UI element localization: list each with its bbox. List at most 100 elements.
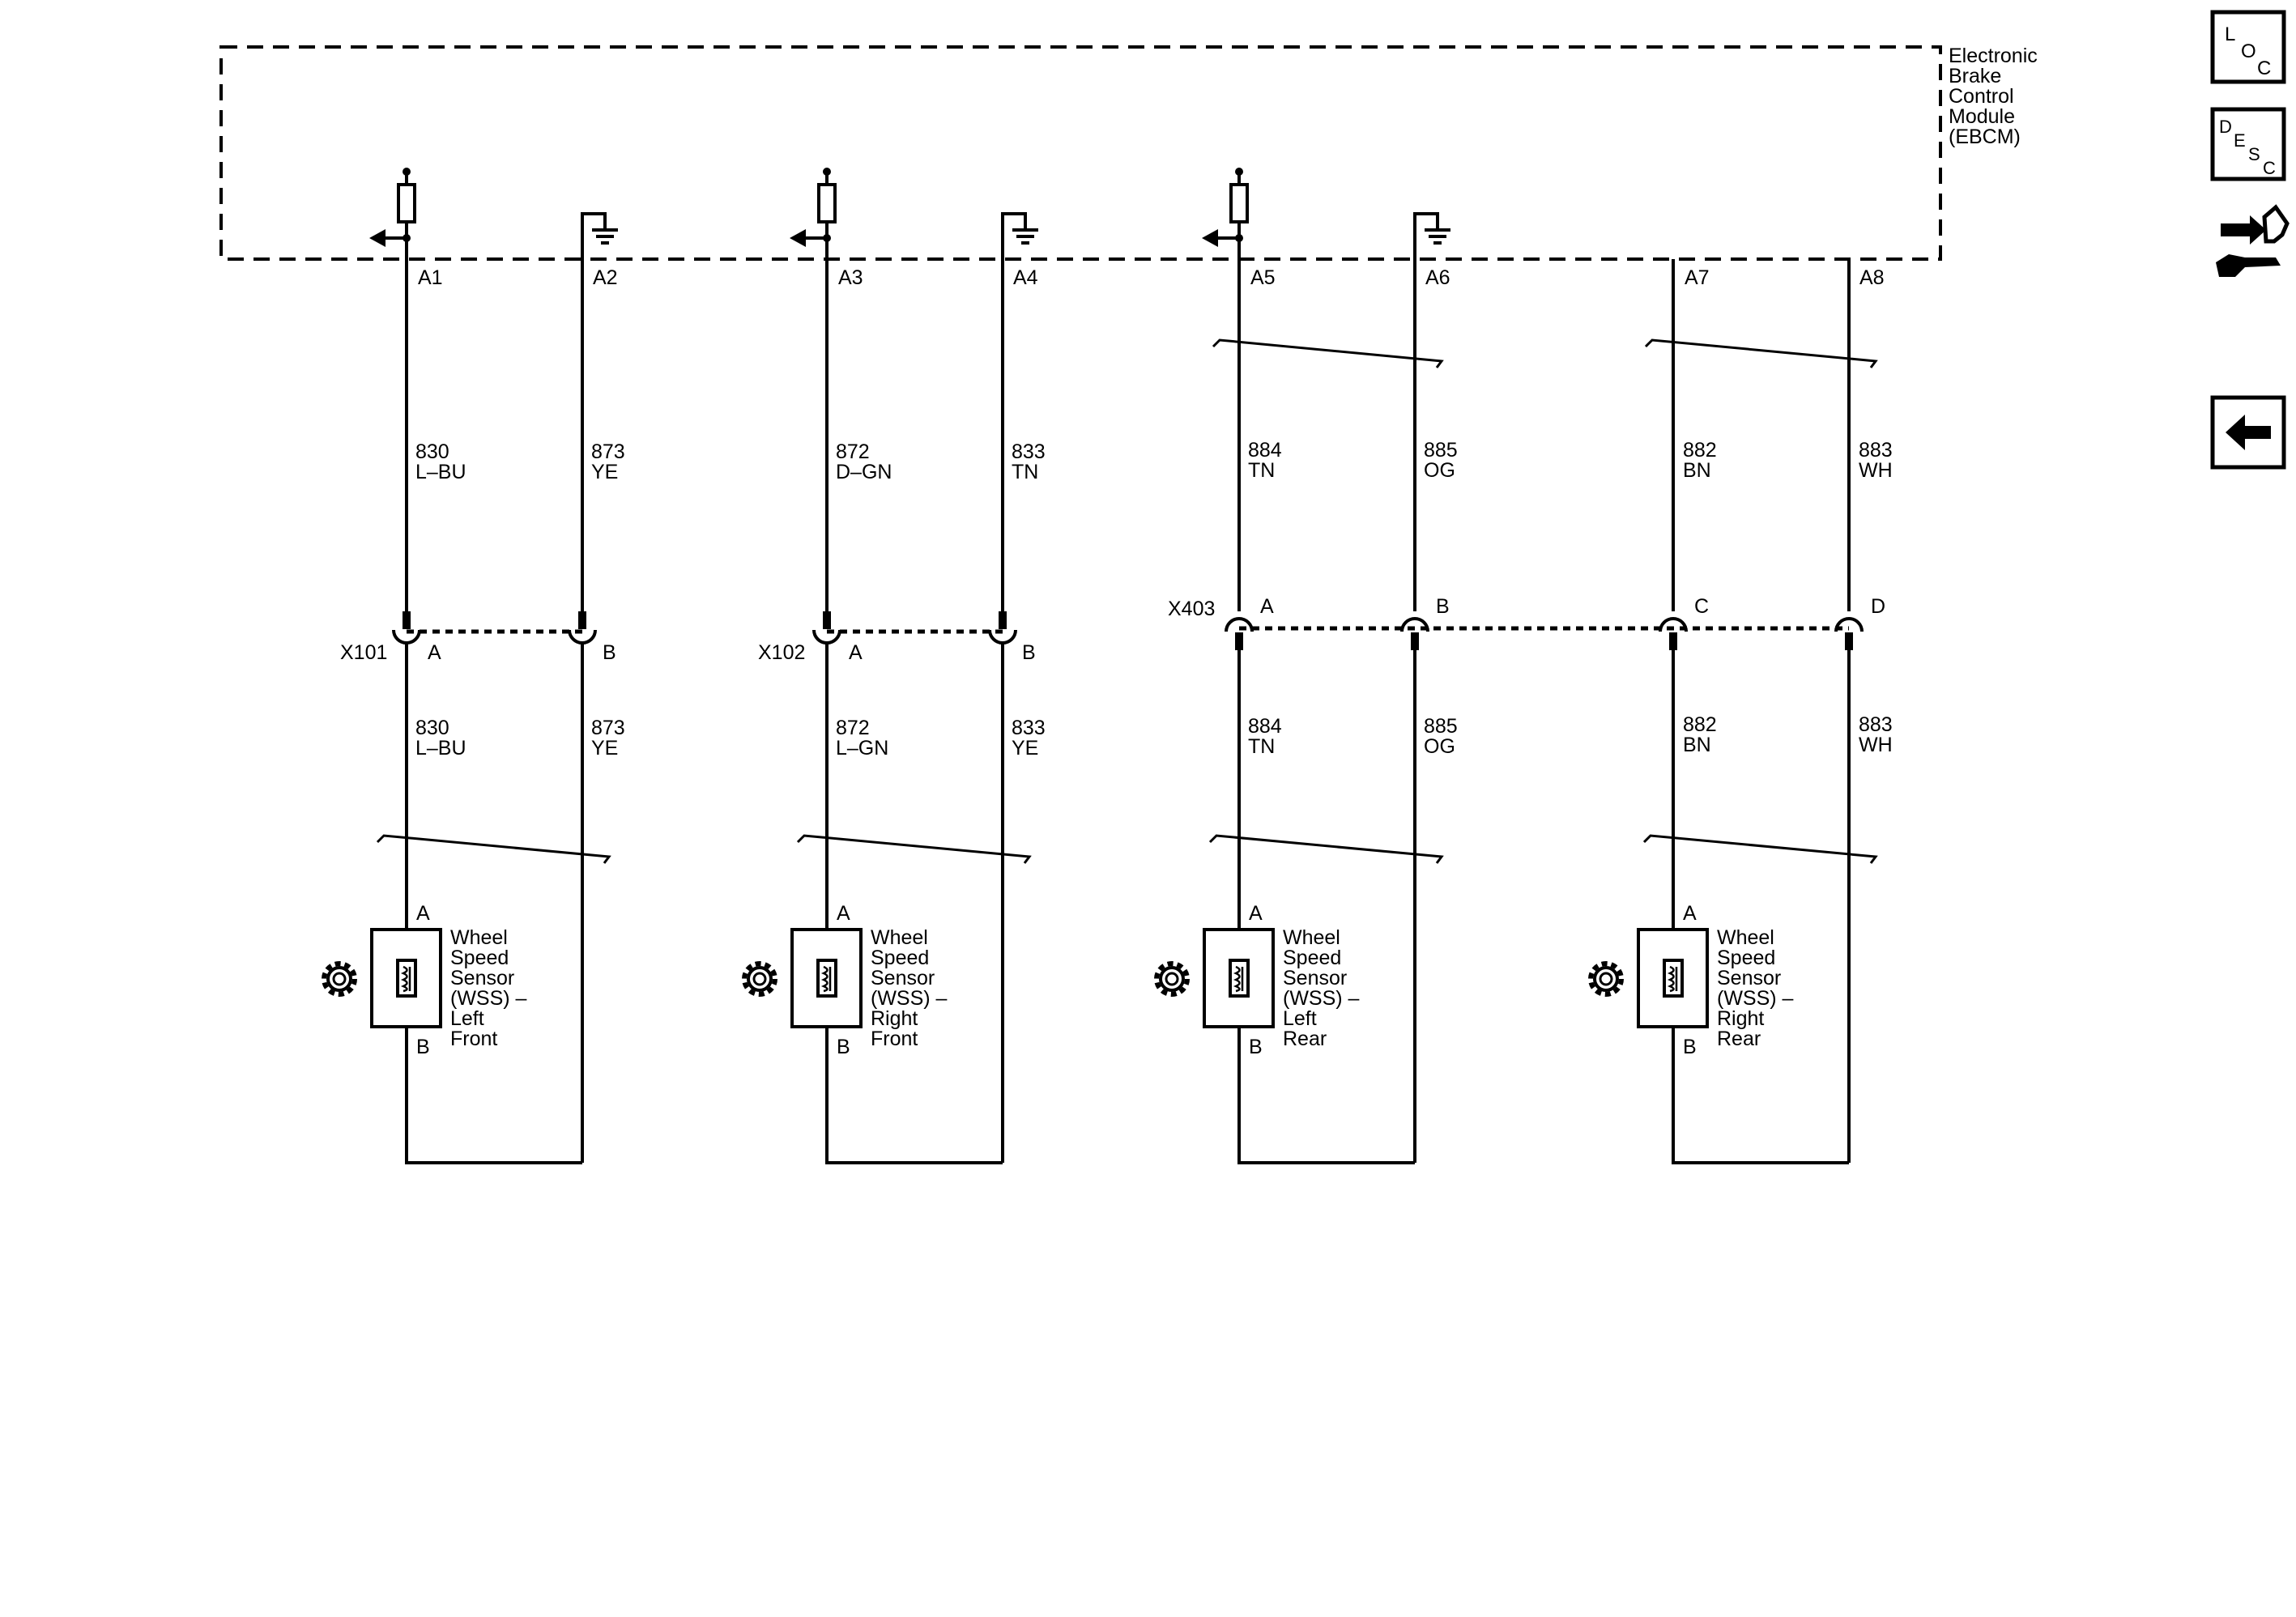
gear-icon [1591, 964, 1621, 994]
circuit-number: 830 [415, 440, 449, 463]
twisted-pair-marker [1642, 834, 1878, 864]
ebcm-module-boundary [219, 45, 1942, 261]
sensor-coil-icon [396, 959, 417, 998]
circuit-number: 873 [591, 717, 625, 739]
sensor-pin-top: A [1683, 902, 1697, 925]
sensor-pin-bottom: B [837, 1036, 850, 1058]
twisted-pair-marker [1212, 338, 1444, 368]
wss-left-front: A B Wheel Speed Sensor (WSS) – Left Fron… [324, 902, 527, 1058]
internal-ground-a2 [581, 212, 618, 259]
sensor-pin-top: A [837, 902, 850, 925]
wire-right-front-return [825, 1027, 1003, 1164]
sensor-name-line: Sensor [1283, 967, 1347, 989]
sensor-name-line: Right [1717, 1007, 1764, 1030]
wire-color: L–BU [415, 461, 466, 483]
wire-color: D–GN [836, 461, 892, 483]
desc-letter-s: S [2248, 144, 2260, 164]
connector-pin: C [1694, 595, 1709, 618]
circuit-number: 885 [1424, 439, 1458, 462]
module-pin-a1: A1 [418, 266, 443, 289]
loc-button[interactable]: L O C [2210, 10, 2286, 84]
wire-color: BN [1683, 734, 1711, 756]
sensor-pin-top: A [416, 902, 430, 925]
sensor-coil-icon [1663, 959, 1684, 998]
twisted-pair-marker [376, 834, 611, 864]
sensor-name-line: Speed [1717, 947, 1775, 969]
ebcm-name-line-5: (EBCM) [1949, 126, 2021, 148]
lower-circuit-labels: 830 L–BU 873 YE 872 L–GN 833 YE 884 TN 8… [415, 713, 1893, 760]
sensor-name-line: Wheel [450, 926, 508, 949]
module-pin-a2: A2 [593, 266, 618, 289]
module-pin-a3: A3 [838, 266, 863, 289]
connector-pin: B [1436, 595, 1450, 618]
sensor-pin-bottom: B [1683, 1036, 1697, 1058]
wires [405, 259, 1851, 1164]
sensor-name-line: (WSS) – [871, 987, 948, 1010]
wire-color: WH [1859, 734, 1893, 756]
gear-icon [324, 964, 355, 994]
internal-supply-a1 [369, 168, 416, 259]
sensor-name-line: Speed [450, 947, 509, 969]
desc-button[interactable]: D E S C [2210, 107, 2286, 181]
circuit-number: 883 [1859, 713, 1893, 736]
module-pin-a6: A6 [1425, 266, 1450, 289]
connector-x403: X403 A B C D [1168, 595, 1885, 650]
wss-right-front: A B Wheel Speed Sensor (WSS) – Right Fro… [744, 902, 948, 1058]
wire-color: YE [591, 461, 618, 483]
circuit-number: 833 [1012, 440, 1046, 463]
connector-id: X101 [340, 641, 387, 664]
circuit-number: 872 [836, 717, 870, 739]
twisted-pair-markers [376, 338, 1878, 864]
connector-pin: D [1871, 595, 1885, 618]
circuit-number: 830 [415, 717, 449, 739]
wire-left-front-return [405, 1027, 582, 1164]
connector-pin: B [603, 641, 616, 664]
sensor-pin-bottom: B [416, 1036, 430, 1058]
sensor-pin-top: A [1249, 902, 1263, 925]
connector-end-view-icon[interactable] [2216, 204, 2290, 277]
wire-color: L–GN [836, 737, 888, 760]
wire-color: WH [1859, 459, 1893, 482]
internal-supply-a3 [790, 168, 837, 259]
twisted-pair-marker [1644, 338, 1878, 368]
wss-left-rear: A B Wheel Speed Sensor (WSS) – Left Rear [1157, 902, 1360, 1058]
gear-icon [1157, 964, 1187, 994]
connector-pin: A [1260, 595, 1274, 618]
desc-letter-d: D [2219, 117, 2232, 137]
sensor-pin-bottom: B [1249, 1036, 1263, 1058]
wire-color: YE [1012, 737, 1038, 760]
connector-id: X102 [758, 641, 805, 664]
sensor-name-line: Sensor [871, 967, 935, 989]
circuit-number: 884 [1248, 439, 1282, 462]
circuit-number: 882 [1683, 439, 1717, 462]
circuit-number: 872 [836, 440, 870, 463]
loc-letter-l: L [2225, 23, 2235, 45]
sensor-name-line: Right [871, 1007, 918, 1030]
wire-color: TN [1248, 735, 1275, 758]
circuit-number: 884 [1248, 715, 1282, 738]
wire-color: TN [1248, 459, 1275, 482]
connector-x101: X101 A B [340, 611, 616, 664]
wire-color: L–BU [415, 737, 466, 760]
wire-color: BN [1683, 459, 1711, 482]
ebcm-name-line-2: Brake [1949, 65, 2001, 87]
desc-letter-c: C [2263, 158, 2276, 178]
internal-supply-a5 [1202, 168, 1249, 259]
ebcm-module: Electronic Brake Control Module (EBCM) [219, 45, 2038, 289]
ebcm-name-line-4: Module [1949, 105, 2015, 128]
sensor-name-line: Wheel [1717, 926, 1774, 949]
wss-right-rear: A B Wheel Speed Sensor (WSS) – Right Rea… [1591, 902, 1794, 1058]
sensor-name-line: (WSS) – [450, 987, 527, 1010]
circuit-number: 883 [1859, 439, 1893, 462]
upper-circuit-labels: 830 L–BU 873 YE 872 D–GN 833 TN 884 TN 8… [415, 439, 1893, 483]
wire-color: OG [1424, 735, 1455, 758]
wire-right-rear-return [1672, 1027, 1849, 1164]
sensor-name-line: Speed [871, 947, 929, 969]
back-arrow-icon[interactable] [2210, 395, 2286, 470]
sensor-name-line: (WSS) – [1717, 987, 1794, 1010]
connector-pin: B [1022, 641, 1036, 664]
loc-letter-c: C [2257, 57, 2271, 79]
sensor-name-line: Left [450, 1007, 484, 1030]
internal-ground-a4 [1001, 212, 1038, 259]
